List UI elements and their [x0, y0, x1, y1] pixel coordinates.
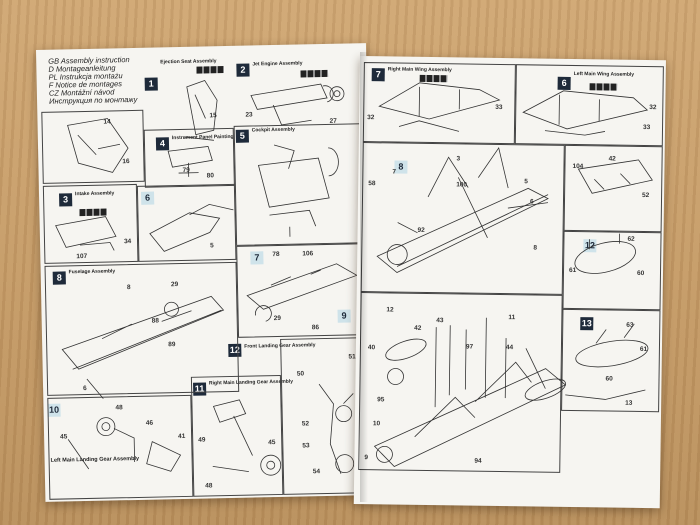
- part-label: 88: [151, 317, 160, 325]
- part-label: 95: [377, 396, 385, 404]
- part-label: 79: [182, 166, 190, 174]
- part-label: 89: [168, 341, 176, 349]
- part-label: 42: [608, 155, 616, 163]
- part-label: 33: [495, 103, 503, 111]
- part-label: 8: [533, 244, 538, 252]
- line-art-drawings: [55, 79, 358, 476]
- part-label: 78: [272, 250, 280, 259]
- part-label: 80: [206, 172, 214, 180]
- part-label: 53: [302, 442, 310, 450]
- part-label: 49: [198, 436, 206, 444]
- part-label: 32: [649, 104, 657, 112]
- part-label: 44: [505, 344, 514, 352]
- part-label: 10: [372, 420, 381, 428]
- part-label: 54: [312, 468, 321, 476]
- part-label: 97: [465, 343, 474, 351]
- part-label: 7: [392, 168, 397, 176]
- part-label: 13: [625, 399, 633, 407]
- part-label: 48: [205, 482, 213, 490]
- part-label: 61: [568, 266, 577, 275]
- part-label: 52: [301, 420, 310, 428]
- part-label: 104: [572, 162, 584, 171]
- page-fold-shadow: [360, 52, 368, 502]
- part-label: 29: [273, 314, 281, 323]
- part-label: 107: [76, 252, 88, 261]
- part-label: 16: [122, 158, 130, 166]
- part-label: 42: [414, 324, 422, 332]
- part-label: 48: [115, 404, 123, 412]
- part-label: 86: [311, 324, 320, 332]
- part-label: 32: [367, 114, 375, 122]
- part-label: 63: [626, 321, 634, 329]
- part-label: 5: [524, 178, 528, 186]
- part-label: 33: [642, 123, 651, 132]
- part-label: 92: [417, 226, 425, 234]
- part-label: 58: [368, 180, 376, 188]
- part-label: 12: [386, 306, 394, 314]
- part-label: 62: [627, 235, 635, 243]
- part-label: 14: [103, 118, 111, 126]
- part-label: 41: [178, 432, 186, 441]
- part-label: 3: [456, 155, 461, 163]
- part-label: 50: [296, 370, 305, 378]
- part-label: 61: [639, 345, 648, 354]
- part-label: 11: [508, 314, 516, 322]
- instruction-page-left: GB Assembly instruction D Montageanleitu…: [36, 43, 376, 502]
- part-label: 100: [456, 181, 468, 189]
- line-art-drawings: [373, 82, 653, 468]
- part-label: 45: [60, 433, 68, 441]
- part-label: 51: [348, 353, 356, 361]
- part-label: 46: [145, 419, 154, 427]
- part-label: 94: [474, 457, 482, 465]
- part-label: 15: [209, 112, 217, 120]
- part-label: 52: [642, 191, 650, 200]
- part-label: 23: [245, 111, 253, 119]
- part-label: 6: [83, 385, 87, 393]
- part-label: 6: [529, 198, 534, 206]
- part-label: 29: [170, 281, 179, 289]
- part-label: 40: [367, 344, 376, 352]
- part-label: 60: [636, 269, 645, 277]
- instruction-page-right: 7 Right Main Wing Assembly 6 Left Main W…: [353, 56, 666, 509]
- part-label: 43: [436, 317, 444, 325]
- part-label: 27: [329, 117, 337, 125]
- part-label: 60: [605, 375, 613, 383]
- part-label: 8: [126, 284, 131, 292]
- part-label: 45: [268, 439, 276, 447]
- part-label: 34: [123, 238, 132, 246]
- part-label: 5: [210, 242, 214, 250]
- part-label: 106: [302, 250, 314, 258]
